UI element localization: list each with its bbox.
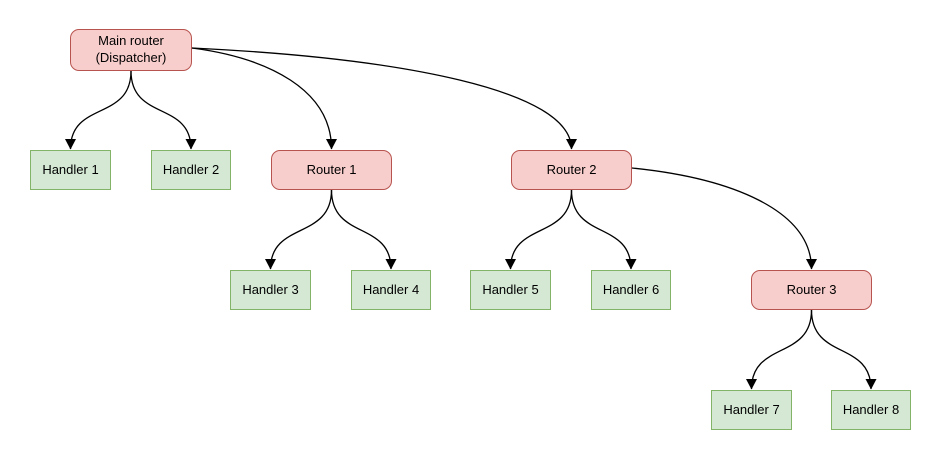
node-handler-6: Handler 6 xyxy=(591,270,671,310)
node-label: Handler 2 xyxy=(162,161,220,177)
edge-router-1-to-handler-4 xyxy=(330,189,397,270)
node-label: (Dispatcher) xyxy=(95,50,167,65)
node-router-1: Router 1 xyxy=(271,150,392,190)
node-label: Router 1 xyxy=(306,161,357,177)
edge-router-2-to-handler-6 xyxy=(570,189,637,270)
edge-main-router-to-router-2 xyxy=(191,47,577,150)
edge-router-3-to-handler-8 xyxy=(810,309,877,390)
node-handler-8: Handler 8 xyxy=(831,390,911,430)
node-label: Handler 4 xyxy=(362,281,420,297)
edge-router-2-to-router-3 xyxy=(631,167,817,270)
node-label: Handler 1 xyxy=(42,161,99,177)
node-handler-4: Handler 4 xyxy=(351,270,431,310)
node-handler-3: Handler 3 xyxy=(230,270,311,310)
node-main-router: Main router(Dispatcher) xyxy=(70,29,192,71)
edge-router-3-to-handler-7 xyxy=(746,309,813,390)
node-label: Handler 6 xyxy=(602,281,660,297)
edge-router-2-to-handler-5 xyxy=(505,189,573,270)
edge-main-router-to-handler-2 xyxy=(130,70,197,150)
edge-main-router-to-handler-1 xyxy=(65,70,132,150)
node-handler-1: Handler 1 xyxy=(30,150,111,190)
node-handler-2: Handler 2 xyxy=(151,150,231,190)
edge-main-router-to-router-1 xyxy=(191,47,337,150)
node-router-3: Router 3 xyxy=(751,270,872,310)
node-label: Handler 5 xyxy=(482,281,539,297)
node-label: Handler 3 xyxy=(242,281,299,297)
node-router-2: Router 2 xyxy=(511,150,632,190)
node-label: Router 2 xyxy=(546,161,597,177)
node-label: Router 3 xyxy=(786,281,837,297)
node-handler-5: Handler 5 xyxy=(470,270,551,310)
edge-router-1-to-handler-3 xyxy=(265,189,333,270)
node-label: Handler 8 xyxy=(842,401,900,417)
node-label: Main router xyxy=(98,33,164,49)
node-label: Handler 7 xyxy=(723,401,780,417)
node-handler-7: Handler 7 xyxy=(711,390,792,430)
